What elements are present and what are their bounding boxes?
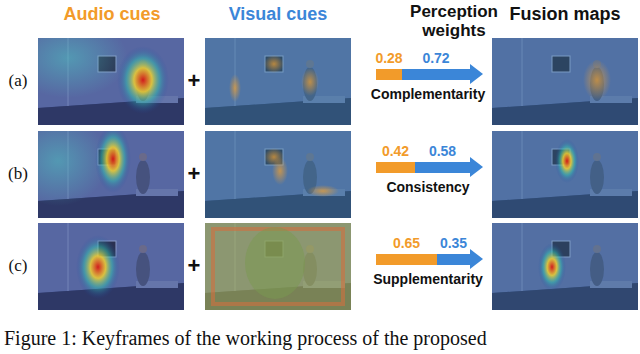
column-header: Visual cues	[229, 4, 328, 25]
column-header: Perception weights	[392, 2, 516, 40]
relation-label: Supplementarity	[373, 271, 483, 287]
plus-sign: +	[188, 68, 201, 94]
visual-weight-bar	[437, 254, 470, 265]
visual-weight-bar	[415, 162, 470, 173]
plus-sign: +	[188, 253, 201, 279]
weight-value: 0.42	[382, 143, 409, 159]
row-label: (b)	[8, 164, 28, 184]
relation-label: Consistency	[386, 179, 469, 195]
column-header: Fusion maps	[509, 4, 620, 25]
weight-value: 0.58	[429, 143, 456, 159]
column-header: Audio cues	[63, 4, 160, 25]
audio-weight-bar	[376, 69, 402, 80]
row-label: (a)	[9, 71, 28, 91]
audio-weight-bar	[376, 162, 415, 173]
arrow-head	[470, 249, 483, 269]
weight-value: 0.65	[393, 235, 420, 251]
row-label: (c)	[9, 256, 28, 276]
arrow-head	[470, 64, 483, 84]
weight-value: 0.28	[375, 50, 402, 66]
figure-caption: Figure 1: Keyframes of the working proce…	[4, 327, 487, 350]
audio-weight-bar	[376, 254, 437, 265]
plus-sign: +	[188, 161, 201, 187]
arrow-head	[470, 157, 483, 177]
relation-label: Complementarity	[371, 86, 485, 102]
weight-value: 0.72	[422, 50, 449, 66]
visual-weight-bar	[402, 69, 470, 80]
weight-value: 0.35	[440, 235, 467, 251]
